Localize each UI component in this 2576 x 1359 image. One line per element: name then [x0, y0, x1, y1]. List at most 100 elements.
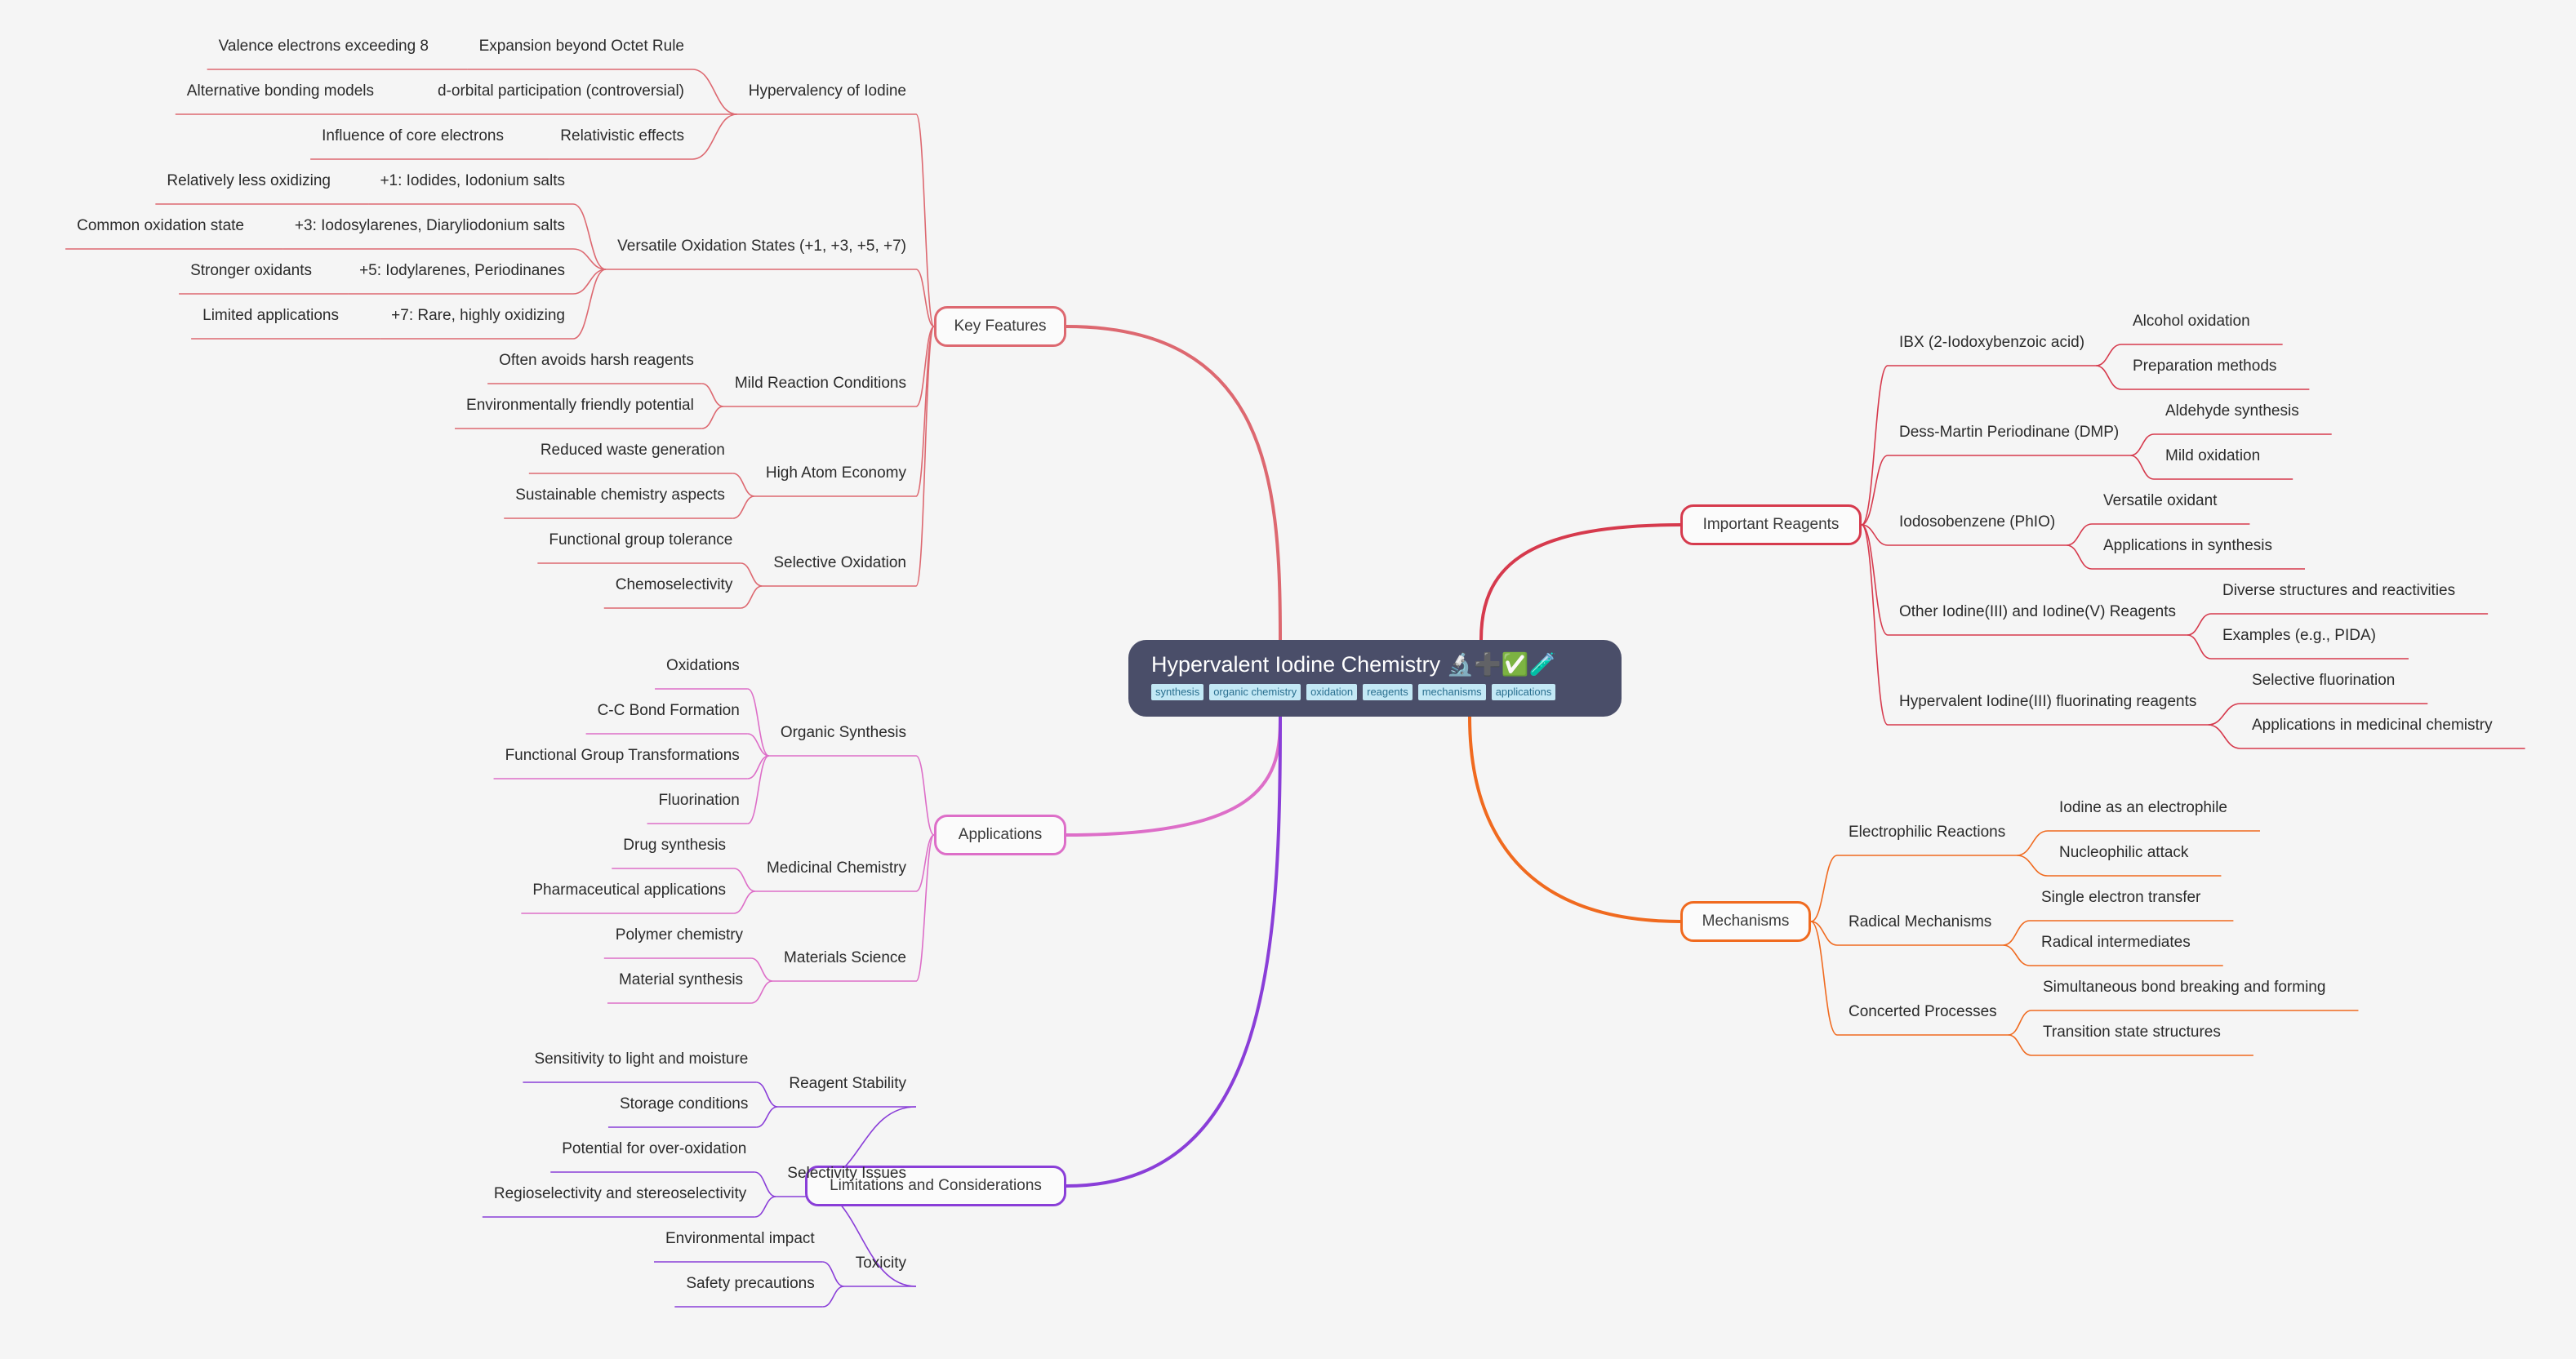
- node-dess-martin-periodinane-dmp[interactable]: Dess-Martin Periodinane (DMP): [1899, 424, 2120, 441]
- node-pharmaceutical-applications[interactable]: Pharmaceutical applications: [532, 882, 726, 899]
- node-concerted-processes[interactable]: Concerted Processes: [1849, 1003, 1997, 1020]
- connector: [915, 326, 935, 587]
- node-reduced-waste-generation[interactable]: Reduced waste generation: [540, 442, 725, 459]
- node-stronger-oxidants[interactable]: Stronger oxidants: [190, 262, 312, 279]
- node-high-atom-economy[interactable]: High Atom Economy: [765, 464, 906, 482]
- tag-oxidation[interactable]: oxidation: [1306, 684, 1358, 700]
- node-valence-electrons-exceeding-8[interactable]: Valence electrons exceeding 8: [218, 38, 429, 55]
- node-fluorination[interactable]: Fluorination: [658, 792, 740, 809]
- node-organic-synthesis[interactable]: Organic Synthesis: [780, 724, 906, 741]
- node-drug-synthesis[interactable]: Drug synthesis: [623, 837, 726, 854]
- node-relativistic-effects[interactable]: Relativistic effects: [560, 127, 684, 144]
- connector: [2130, 433, 2155, 456]
- node-regioselectivity-and-stereoselectivity[interactable]: Regioselectivity and stereoselectivity: [493, 1185, 747, 1202]
- node-medicinal-chemistry[interactable]: Medicinal Chemistry: [766, 859, 906, 877]
- node-oxidations[interactable]: Oxidations: [666, 657, 740, 674]
- connector: [692, 113, 737, 160]
- node-materials-science[interactable]: Materials Science: [784, 949, 906, 966]
- node-environmentally-friendly-potential[interactable]: Environmentally friendly potential: [466, 397, 694, 414]
- node-3-iodosylarenes-diaryliodonium-salts[interactable]: +3: Iodosylarenes, Diaryliodonium salts: [294, 217, 565, 234]
- node-aldehyde-synthesis[interactable]: Aldehyde synthesis: [2165, 402, 2299, 420]
- tag-organic-chemistry[interactable]: organic chemistry: [1209, 684, 1301, 700]
- connector: [754, 1196, 776, 1218]
- node-diverse-structures-and-reactivities[interactable]: Diverse structures and reactivities: [2222, 582, 2456, 599]
- connector: [572, 248, 607, 270]
- node-d-orbital-participation-controversial[interactable]: d-orbital participation (controversial): [437, 82, 684, 100]
- node-functional-group-tolerance[interactable]: Functional group tolerance: [549, 531, 733, 548]
- node-radical-intermediates[interactable]: Radical intermediates: [2041, 934, 2191, 951]
- node-1-iodides-iodonium-salts[interactable]: +1: Iodides, Iodonium salts: [380, 172, 565, 189]
- connector: [915, 834, 935, 982]
- connector: [1861, 455, 1889, 526]
- node-nucleophilic-attack[interactable]: Nucleophilic attack: [2059, 844, 2189, 861]
- node-hypervalency-of-iodine[interactable]: Hypervalency of Iodine: [748, 82, 906, 100]
- node-iodosobenzene-phio[interactable]: Iodosobenzene (PhIO): [1899, 513, 2056, 531]
- connector: [747, 755, 770, 824]
- node-versatile-oxidation-states-1-3-5-7[interactable]: Versatile Oxidation States (+1, +3, +5, …: [617, 238, 906, 255]
- node-transition-state-structures[interactable]: Transition state structures: [2043, 1024, 2221, 1041]
- node-electrophilic-reactions[interactable]: Electrophilic Reactions: [1849, 824, 2006, 841]
- node-selectivity-issues[interactable]: Selectivity Issues: [787, 1165, 906, 1182]
- node-5-iodylarenes-periodinanes[interactable]: +5: Iodylarenes, Periodinanes: [359, 262, 565, 279]
- tag-applications[interactable]: applications: [1491, 684, 1556, 700]
- tag-synthesis[interactable]: synthesis: [1151, 684, 1204, 700]
- node-radical-mechanisms[interactable]: Radical Mechanisms: [1849, 913, 1992, 930]
- node-alcohol-oxidation[interactable]: Alcohol oxidation: [2133, 313, 2250, 330]
- node-toxicity[interactable]: Toxicity: [855, 1255, 906, 1272]
- node-selective-oxidation[interactable]: Selective Oxidation: [773, 554, 906, 571]
- node-relatively-less-oxidizing[interactable]: Relatively less oxidizing: [167, 172, 331, 189]
- node-safety-precautions[interactable]: Safety precautions: [686, 1275, 815, 1292]
- connector: [732, 473, 755, 497]
- node-7-rare-highly-oxidizing[interactable]: +7: Rare, highly oxidizing: [391, 307, 565, 324]
- connector: [915, 113, 935, 327]
- connector: [915, 326, 935, 407]
- node-potential-for-over-oxidation[interactable]: Potential for over-oxidation: [562, 1140, 747, 1157]
- node-applications-in-synthesis[interactable]: Applications in synthesis: [2103, 537, 2272, 554]
- connector: [915, 755, 935, 836]
- node-sustainable-chemistry-aspects[interactable]: Sustainable chemistry aspects: [515, 486, 725, 504]
- node-examples-e-g-pida[interactable]: Examples (e.g., PIDA): [2222, 627, 2376, 644]
- connector: [1861, 524, 1889, 546]
- node-versatile-oxidant[interactable]: Versatile oxidant: [2103, 492, 2218, 509]
- node-material-synthesis[interactable]: Material synthesis: [618, 971, 744, 988]
- node-expansion-beyond-octet-rule[interactable]: Expansion beyond Octet Rule: [478, 38, 684, 55]
- root-node[interactable]: Hypervalent Iodine Chemistry 🔬➕✅🧪 synthe…: [1128, 640, 1622, 717]
- connector: [2187, 613, 2212, 636]
- node-limited-applications[interactable]: Limited applications: [202, 307, 339, 324]
- node-polymer-chemistry[interactable]: Polymer chemistry: [615, 926, 744, 944]
- node-sensitivity-to-light-and-moisture[interactable]: Sensitivity to light and moisture: [534, 1050, 749, 1068]
- node-environmental-impact[interactable]: Environmental impact: [665, 1230, 815, 1247]
- node-applications-in-medicinal-chemistry[interactable]: Applications in medicinal chemistry: [2252, 717, 2493, 734]
- node-other-iodine-iii-and-iodine-v-reagents[interactable]: Other Iodine(III) and Iodine(V) Reagents: [1899, 603, 2177, 620]
- node-mild-reaction-conditions[interactable]: Mild Reaction Conditions: [734, 375, 906, 392]
- node-storage-conditions[interactable]: Storage conditions: [619, 1095, 749, 1113]
- node-common-oxidation-state[interactable]: Common oxidation state: [77, 217, 244, 234]
- node-reagent-stability[interactable]: Reagent Stability: [789, 1075, 906, 1092]
- connector: [2067, 523, 2093, 546]
- branch-applications[interactable]: Applications: [934, 815, 1066, 855]
- node-selective-fluorination[interactable]: Selective fluorination: [2252, 672, 2396, 689]
- node-functional-group-transformations[interactable]: Functional Group Transformations: [505, 747, 740, 764]
- branch-key-features[interactable]: Key Features: [934, 306, 1066, 347]
- node-hypervalent-iodine-iii-fluorinating-reag[interactable]: Hypervalent Iodine(III) fluorinating rea…: [1899, 693, 2197, 710]
- node-alternative-bonding-models[interactable]: Alternative bonding models: [186, 82, 374, 100]
- tag-mechanisms[interactable]: mechanisms: [1417, 684, 1486, 700]
- main-connector: [1479, 523, 1681, 641]
- branch-limitations-and-considerations[interactable]: Limitations and Considerations: [805, 1166, 1066, 1206]
- node-preparation-methods[interactable]: Preparation methods: [2133, 358, 2277, 375]
- branch-mechanisms[interactable]: Mechanisms: [1680, 901, 1811, 942]
- branch-important-reagents[interactable]: Important Reagents: [1680, 504, 1862, 545]
- main-connector: [1468, 716, 1681, 923]
- node-single-electron-transfer[interactable]: Single electron transfer: [2041, 889, 2201, 906]
- node-ibx-2-iodoxybenzoic-acid[interactable]: IBX (2-Iodoxybenzoic acid): [1899, 334, 2085, 351]
- tag-reagents[interactable]: reagents: [1363, 684, 1413, 700]
- node-simultaneous-bond-breaking-and-forming[interactable]: Simultaneous bond breaking and forming: [2043, 979, 2326, 996]
- node-c-c-bond-formation[interactable]: C-C Bond Formation: [597, 702, 740, 719]
- connector: [2187, 634, 2212, 660]
- node-chemoselectivity[interactable]: Chemoselectivity: [615, 576, 733, 593]
- node-often-avoids-harsh-reagents[interactable]: Often avoids harsh reagents: [499, 352, 694, 369]
- node-iodine-as-an-electrophile[interactable]: Iodine as an electrophile: [2059, 799, 2227, 816]
- node-influence-of-core-electrons[interactable]: Influence of core electrons: [322, 127, 504, 144]
- node-mild-oxidation[interactable]: Mild oxidation: [2165, 447, 2261, 464]
- main-connector: [1066, 716, 1282, 1188]
